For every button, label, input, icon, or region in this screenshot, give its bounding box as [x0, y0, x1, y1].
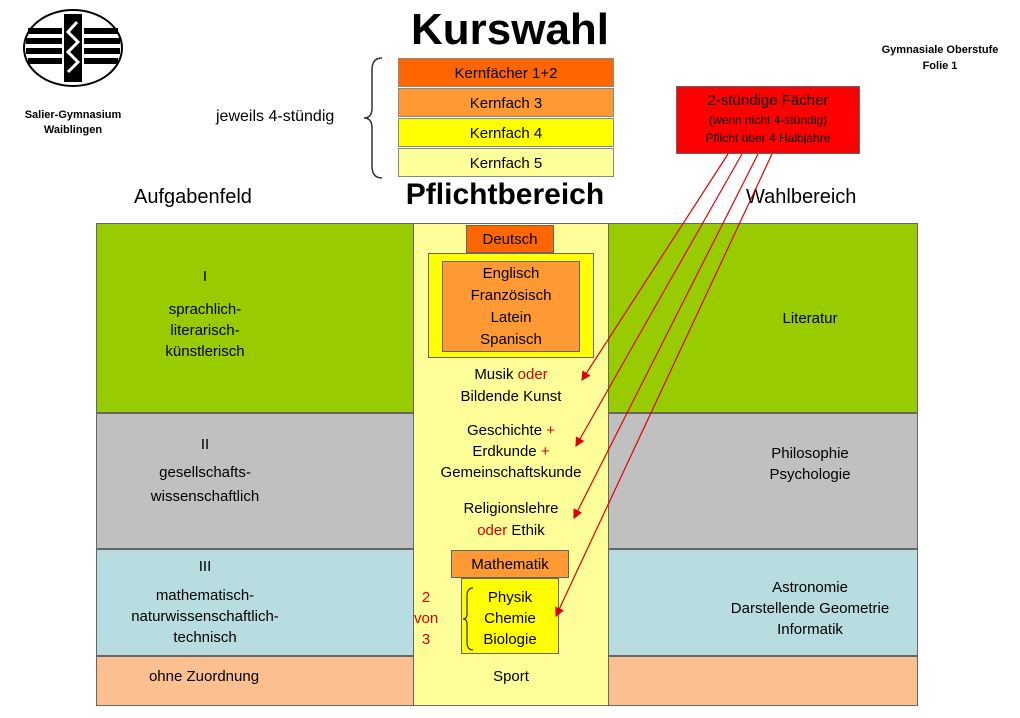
school-logo	[22, 8, 124, 88]
religion-ethik: Religionslehre oder Ethik	[414, 498, 608, 542]
oder-2: oder	[477, 522, 508, 539]
arrow-to-geschichte	[575, 153, 743, 448]
wahl-literatur: Literatur	[782, 310, 838, 327]
wahl-informatik: Informatik	[777, 621, 843, 638]
field-2-line1: gesellschafts-	[159, 464, 251, 481]
field-3-line3: technisch	[173, 629, 237, 646]
page-title: Kurswahl	[410, 5, 610, 54]
language-inner-box: Englisch Französisch Latein Spanisch	[442, 261, 580, 352]
science-chemie: Chemie	[484, 610, 536, 627]
field-1-line2: literarisch-	[170, 322, 240, 339]
von-word: von	[414, 610, 439, 627]
brace-label: jeweils 4-stündig	[216, 108, 335, 125]
plus-2: +	[540, 443, 550, 460]
two-hour-line3: Pflicht über 4 Halbjahre	[705, 131, 831, 145]
field-1-line1: sprachlich-	[168, 301, 242, 318]
wahl-psychologie: Psychologie	[769, 466, 851, 483]
science-box: Physik Chemie Biologie	[461, 578, 559, 654]
header-pflichtbereich: Pflichtbereich	[405, 178, 605, 211]
wahl-darstellende-geometrie: Darstellende Geometrie	[730, 600, 890, 617]
small-brace-icon	[462, 587, 474, 651]
wahl-philosophie: Philosophie	[771, 445, 849, 462]
science-biologie: Biologie	[483, 631, 537, 648]
ethik: Ethik	[511, 522, 545, 539]
kernfach-3: Kernfach 3	[398, 88, 614, 117]
field-3-line1: mathematisch-	[155, 587, 255, 604]
two-hour-subjects-box: 2-stündige Fächer (wenn nicht 4-stündig)…	[676, 86, 860, 154]
slide-info-line1: Gymnasiale Oberstufe	[881, 44, 999, 56]
slide-info-line2: Folie 1	[922, 60, 958, 72]
oder-1: oder	[517, 366, 548, 383]
erdkunde: Erdkunde	[472, 443, 537, 460]
brace-icon	[363, 57, 383, 179]
lang-englisch: Englisch	[482, 265, 540, 282]
kernfach-5: Kernfach 5	[398, 148, 614, 177]
wahl-field-3: Astronomie Darstellende Geometrie Inform…	[694, 577, 926, 640]
field-1-number: I	[202, 268, 208, 285]
three-number: 3	[421, 631, 431, 648]
school-name-line1: Salier-Gymnasium	[24, 109, 122, 121]
header-aufgabenfeld: Aufgabenfeld	[134, 186, 252, 208]
religionslehre: Religionslehre	[463, 500, 559, 517]
lang-spanisch: Spanisch	[480, 331, 542, 348]
arrow-to-religion	[573, 153, 759, 520]
lang-franzoesisch: Französisch	[470, 287, 552, 304]
two-number: 2	[421, 589, 431, 606]
slide-info: Gymnasiale Oberstufe Folie 1	[860, 42, 1020, 74]
field-2-number: II	[200, 436, 210, 453]
musik: Musik	[474, 366, 514, 383]
mathematik-box: Mathematik	[451, 550, 569, 578]
plus-1: +	[546, 422, 555, 439]
lang-latein: Latein	[490, 309, 532, 326]
school-name: Salier-Gymnasium Waiblingen	[0, 108, 146, 138]
sport: Sport	[493, 668, 529, 685]
kernfach-1-2: Kernfächer 1+2	[398, 58, 614, 87]
gemeinschaftskunde: Gemeinschaftskunde	[440, 464, 582, 481]
field-1-label: I sprachlich- literarisch- künstlerisch	[128, 266, 282, 362]
field-2-line2: wissenschaftlich	[150, 488, 260, 505]
two-hour-line1: 2-stündige Fächer	[707, 92, 829, 109]
two-of-three-label: 2 von 3	[414, 587, 438, 650]
field-1-line3: künstlerisch	[165, 343, 245, 360]
geschichte: Geschichte	[467, 422, 543, 439]
two-hour-line2: (wenn nicht 4-stündig)	[708, 113, 828, 127]
science-physik: Physik	[487, 589, 533, 606]
field-3-label: III mathematisch- naturwissenschaftlich-…	[104, 556, 306, 648]
wahl-astronomie: Astronomie	[772, 579, 848, 596]
field-3-line2: naturwissenschaftlich-	[131, 608, 279, 625]
musik-kunst: Musik oder Bildende Kunst	[414, 364, 608, 408]
wahl-field-2: Philosophie Psychologie	[720, 443, 900, 485]
arrow-to-musik	[581, 153, 729, 382]
field-2-label: II gesellschafts- wissenschaftlich	[120, 433, 290, 509]
school-name-line2: Waiblingen	[43, 124, 103, 136]
header-wahlbereich: Wahlbereich	[746, 186, 857, 208]
field-3-number: III	[198, 558, 212, 575]
kernfach-4: Kernfach 4	[398, 118, 614, 147]
gesellschaft-subjects: Geschichte + Erdkunde + Gemeinschaftskun…	[414, 420, 608, 483]
field-4-label: ohne Zuordnung	[148, 668, 260, 685]
bildende-kunst: Bildende Kunst	[460, 388, 562, 405]
deutsch-box: Deutsch	[466, 225, 554, 253]
arrow-to-sciences	[555, 153, 773, 618]
